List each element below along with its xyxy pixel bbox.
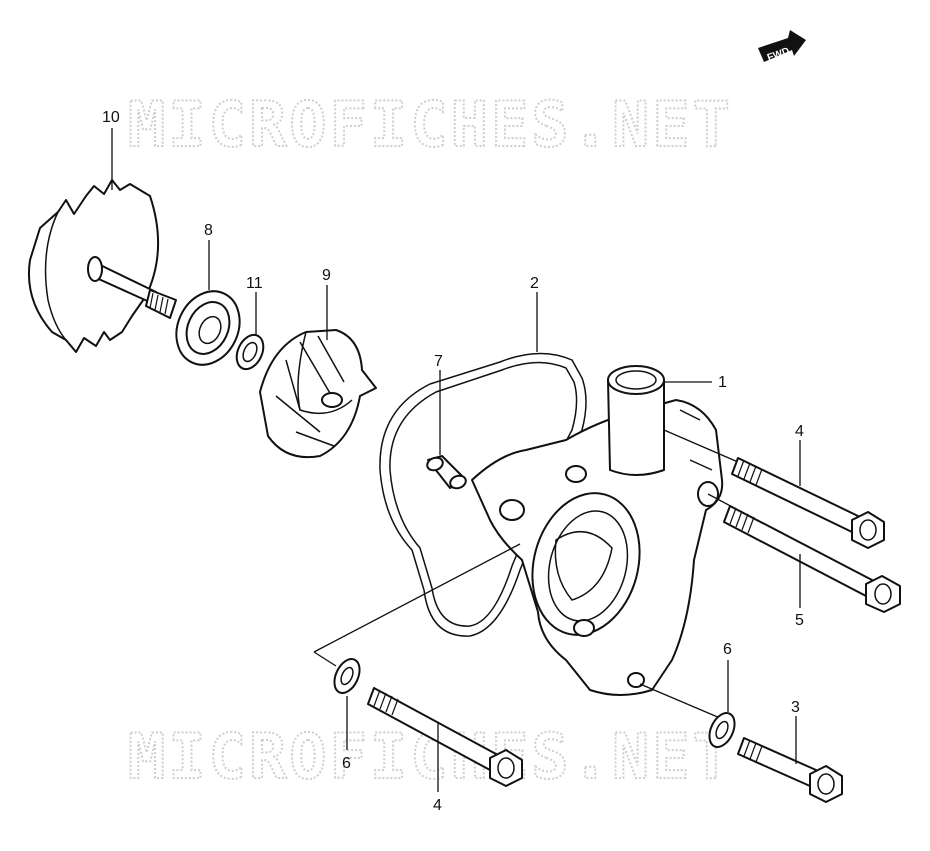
callout-6-right: 6 xyxy=(723,641,732,658)
callout-10: 10 xyxy=(102,109,120,126)
callout-1: 1 xyxy=(718,374,727,391)
bolt-lower-left xyxy=(367,687,523,787)
dowel-pin xyxy=(426,455,467,490)
callout-3: 3 xyxy=(791,699,800,716)
callout-4-lower: 4 xyxy=(433,797,442,814)
impeller xyxy=(259,329,377,458)
callout-6-left: 6 xyxy=(342,755,351,772)
bolt-long xyxy=(723,505,901,613)
bolt-short xyxy=(737,737,843,803)
pump-shaft-gear xyxy=(28,179,177,353)
watermark-top: MICROFICHES.NET xyxy=(128,88,733,161)
washer-left xyxy=(333,658,361,694)
assembly-guide-lines xyxy=(313,429,739,719)
seal-washer xyxy=(235,333,265,371)
callout-8: 8 xyxy=(204,222,213,239)
callout-4-upper: 4 xyxy=(795,423,804,440)
callout-2: 2 xyxy=(530,275,539,292)
callout-11: 11 xyxy=(246,275,263,292)
callout-7: 7 xyxy=(434,353,443,370)
mechanical-seal xyxy=(175,290,241,366)
callout-5: 5 xyxy=(795,612,804,629)
callout-9: 9 xyxy=(322,267,331,284)
fwd-arrow-icon: FWD xyxy=(758,30,806,64)
water-pump-body xyxy=(471,365,724,696)
bolt-upper xyxy=(731,457,885,549)
washer-right xyxy=(708,712,736,748)
